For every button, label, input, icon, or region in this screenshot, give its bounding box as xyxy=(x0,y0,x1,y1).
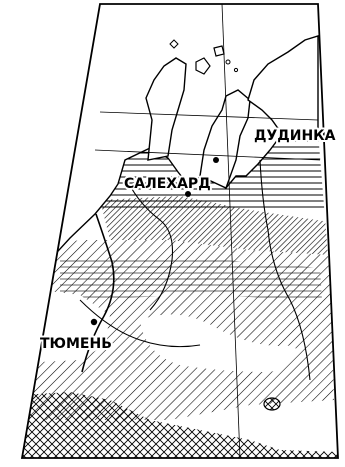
island xyxy=(195,57,211,75)
tyumen-label-halo: ТЮМЕНЬ xyxy=(40,336,112,352)
salekhard-marker-icon xyxy=(185,191,191,197)
yamal-peninsula xyxy=(145,57,187,161)
dudinka-label-halo: ДУДИНКА xyxy=(254,128,336,144)
coastline xyxy=(22,131,318,458)
ob-basin-clearing xyxy=(140,314,296,372)
wetland-zone xyxy=(60,258,322,300)
tyumen-label: ТЮМЕНЬ xyxy=(40,336,112,352)
island xyxy=(169,39,179,49)
forest-steppe-zone xyxy=(22,392,338,458)
forest-tundra-zone xyxy=(100,196,330,255)
map-frame xyxy=(20,3,339,459)
island xyxy=(233,67,239,73)
gydan-peninsula xyxy=(199,89,251,189)
salekhard-label: САЛЕХАРД xyxy=(124,176,211,192)
island xyxy=(225,59,231,65)
meridian-line xyxy=(221,4,241,458)
lake-icon xyxy=(263,397,281,411)
yenisei-river xyxy=(259,159,311,381)
salekhard-label-halo: САЛЕХАРД xyxy=(124,176,211,192)
island xyxy=(213,45,225,57)
latitude-line xyxy=(99,111,319,121)
latitude-line xyxy=(94,149,321,161)
tyumen-marker-icon xyxy=(90,318,98,326)
irtysh-river xyxy=(79,299,201,348)
ural-ridge xyxy=(81,213,115,373)
dudinka-marker-icon xyxy=(213,157,219,163)
dudinka-label: ДУДИНКА xyxy=(254,128,336,144)
ob-river xyxy=(127,181,174,311)
